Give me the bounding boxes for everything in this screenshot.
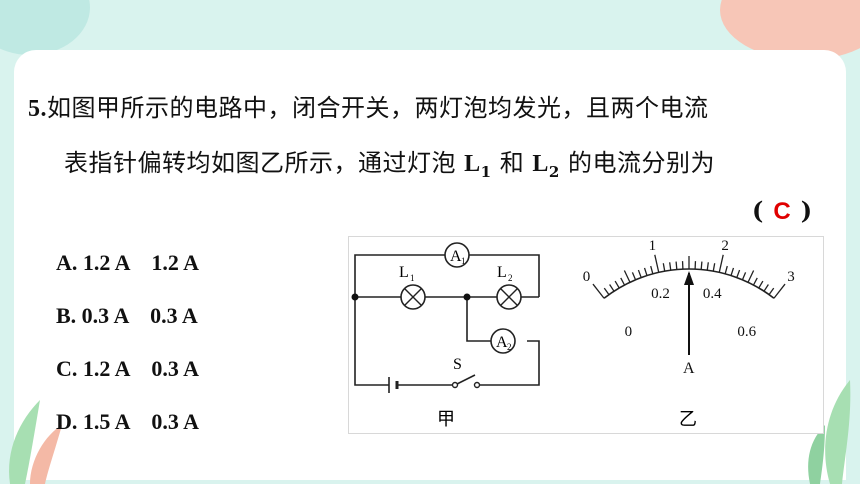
switch-pivot	[451, 381, 459, 389]
dial-tick	[623, 270, 631, 283]
dial-lower-label: 0.4	[703, 286, 722, 302]
ammeter-dial: 0 1 2 3 0 0.2 0.4 0.6A	[583, 238, 795, 377]
wire-top-right	[469, 254, 540, 297]
junction-left	[351, 293, 359, 301]
option-a[interactable]: A. 1.2 A 1.2 A	[56, 250, 200, 275]
lamp2-symbol: L	[532, 151, 549, 177]
wire-a2-branch	[466, 297, 491, 342]
lamp2-sub: 2	[548, 162, 560, 181]
dial-tick	[747, 270, 755, 283]
option-d[interactable]: D. 1.5 A 0.3 A	[56, 409, 200, 434]
dial-tick	[706, 262, 709, 271]
a1-sub: 1	[461, 256, 466, 266]
dial-tick	[758, 280, 764, 289]
paren-close: )	[800, 196, 813, 225]
l2-label-sub: 2	[508, 273, 513, 283]
ammeter-a1-icon	[444, 242, 470, 268]
question-text-2: 表指针偏转均如图乙所示，通过灯泡	[64, 149, 465, 177]
switch-contact	[473, 381, 481, 389]
dial-tick	[700, 261, 703, 270]
question-text-1: 如图甲所示的电路中，闭合开关，两灯泡均发光，且两个电流	[47, 94, 709, 122]
dial-tick	[631, 272, 637, 281]
caption-yi: 乙	[679, 409, 697, 429]
dial-tick	[718, 254, 724, 273]
option-b[interactable]: B. 0.3 A 0.3 A	[56, 303, 198, 328]
dial-tick	[614, 280, 620, 289]
dial-lower-label: 0.2	[651, 286, 670, 302]
junction-mid	[463, 293, 471, 301]
dial-upper-label: 0	[583, 269, 591, 285]
dial-unit-label: A	[683, 360, 695, 377]
lamp1-symbol: L	[464, 151, 481, 177]
question-line-1: 5.如图甲所示的电路中，闭合开关，两灯泡均发光，且两个电流	[28, 88, 709, 123]
dial-tick	[741, 272, 747, 281]
a2-sub: 2	[507, 342, 512, 352]
dial-tick	[675, 261, 678, 270]
dial-tick	[730, 267, 735, 276]
dial-arc	[603, 268, 775, 299]
dial-upper-label: 2	[721, 238, 729, 254]
dial-upper-label: 3	[787, 269, 795, 285]
switch-label: S	[453, 356, 462, 373]
l1-label-sub: 1	[410, 273, 415, 283]
dial-lower-label: 0.6	[737, 324, 756, 340]
dial-tick	[609, 284, 615, 292]
a1-label: A	[450, 248, 462, 265]
dial-tick	[736, 269, 741, 278]
wire-left	[354, 297, 389, 386]
caption-jia: 甲	[437, 409, 455, 429]
l1-label: L	[399, 264, 409, 281]
dial-tick	[724, 265, 728, 274]
dial-tick	[620, 277, 626, 286]
question-text-3: 的电流分别为	[559, 149, 715, 177]
leaf-decor-right-icon	[808, 380, 851, 484]
dial-tick	[592, 283, 605, 299]
dial-tick	[637, 269, 642, 278]
question-and: 和	[491, 149, 533, 177]
dial-tick	[669, 262, 672, 271]
dial-tick	[773, 283, 786, 299]
dial-tick	[650, 265, 654, 274]
switch-blade	[454, 374, 476, 386]
question-number: 5.	[28, 96, 47, 122]
dial-tick	[654, 254, 660, 273]
dial-tick	[768, 287, 775, 295]
dial-pointer-head	[684, 271, 694, 285]
dial-tick	[752, 277, 758, 286]
paren-open: (	[752, 196, 764, 225]
answer-letter: C	[773, 198, 791, 225]
question-line-2: 表指针偏转均如图乙所示，通过灯泡 L1 和 L2 的电流分别为	[64, 143, 715, 181]
dial-tick	[603, 287, 610, 295]
wire-bottom-right	[477, 340, 540, 386]
dial-upper-label: 1	[649, 238, 657, 254]
a2-label: A	[496, 334, 508, 351]
lamp1-sub: 1	[480, 162, 492, 181]
wire-top-left	[354, 254, 445, 297]
dial-lower-label: 0	[625, 324, 633, 340]
answer-bracket: ( C)	[752, 196, 812, 226]
option-c[interactable]: C. 1.2 A 0.3 A	[56, 356, 200, 381]
circuit-diagram	[354, 254, 540, 393]
dial-tick	[763, 284, 769, 292]
leaf-decor-left-icon	[9, 400, 62, 484]
l2-label: L	[497, 264, 507, 281]
dial-tick	[643, 267, 648, 276]
dial-tick	[662, 263, 666, 272]
ammeter-a2-icon	[490, 328, 516, 354]
dial-tick	[712, 263, 716, 272]
